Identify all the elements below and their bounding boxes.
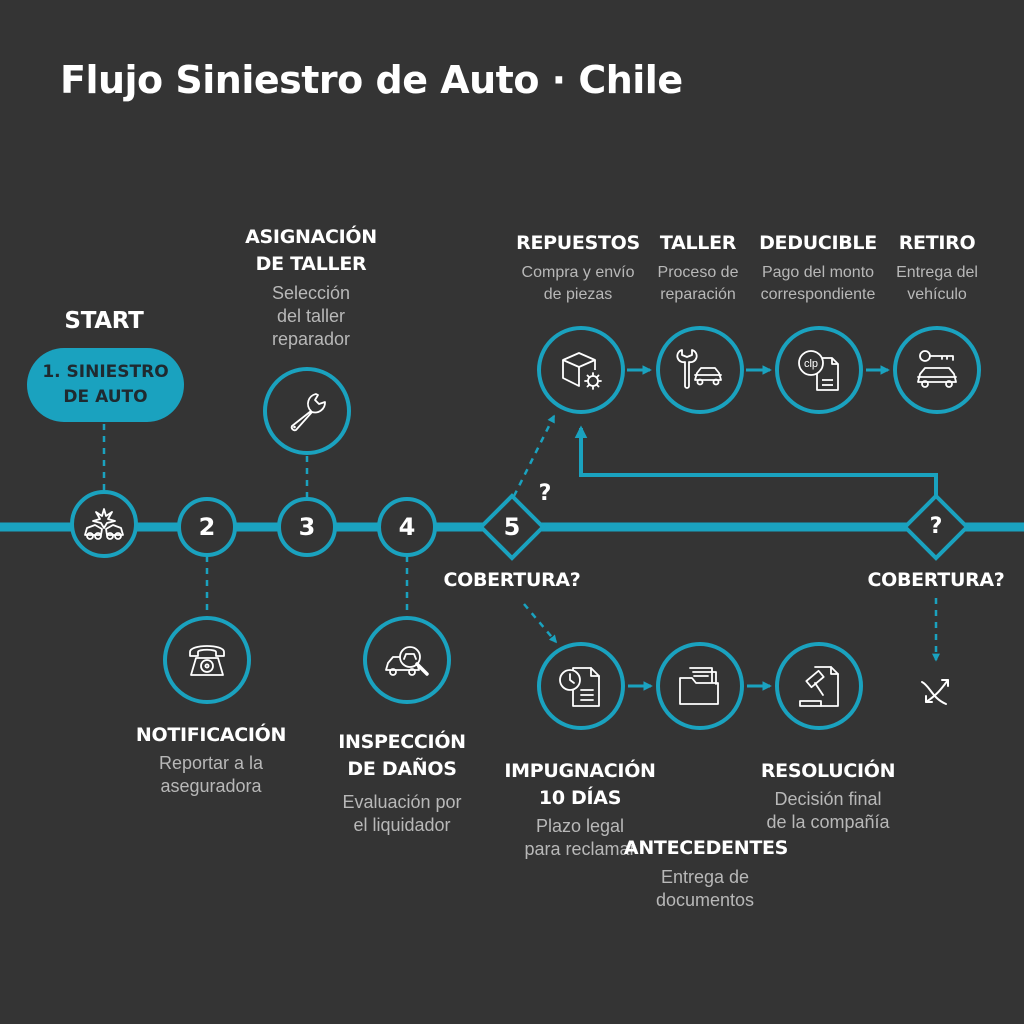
resolucion-title: RESOLUCIÓN	[760, 760, 896, 782]
antecedentes-title: ANTECEDENTES	[623, 837, 789, 859]
approved-branch-arrow	[512, 414, 556, 497]
step-number-3: 3	[298, 513, 316, 541]
rejected-branch-arrow	[523, 603, 558, 644]
clp-document-icon: clp	[798, 350, 839, 391]
asignacion-desc: Selección del taller reparador	[271, 283, 351, 349]
return-connector	[574, 425, 938, 498]
decision-diamond-2	[902, 493, 970, 561]
cobertura-label-1: COBERTURA?	[443, 569, 581, 591]
antecedentes-desc: Entrega de documentos	[655, 867, 755, 910]
notificacion-title: NOTIFICACIÓN	[135, 724, 287, 746]
page-title: Flujo Siniestro de Auto · Chile	[60, 58, 683, 102]
taller-desc: Proceso de reparación	[657, 264, 739, 303]
folder-documents-icon	[679, 667, 719, 705]
broken-arrows-icon	[921, 679, 949, 705]
node-ring-retiro	[893, 326, 981, 414]
car-crash-icon	[84, 508, 124, 540]
decision-question-5: ?	[538, 481, 552, 506]
resolucion-desc: Decisión final de la compañía	[766, 789, 890, 832]
retiro-desc: Entrega del vehículo	[896, 264, 978, 303]
gavel-document-icon	[799, 666, 839, 707]
step-number-5: 5	[503, 513, 521, 541]
node-ring-impugnacion	[537, 642, 625, 730]
box-gear-icon	[562, 352, 602, 390]
key-car-icon	[917, 350, 957, 388]
clock-document-icon	[559, 667, 600, 707]
deducible-title: DEDUCIBLE	[759, 232, 877, 254]
impugnacion-desc: Plazo legal para reclamar	[524, 816, 636, 859]
repuestos-desc: Compra y envío de piezas	[521, 264, 635, 303]
node-ring-asignacion	[263, 367, 351, 455]
step3-circle	[277, 497, 337, 557]
start-node[interactable]: 1. SINIESTRO DE AUTO	[27, 348, 184, 422]
magnifier-car-icon	[385, 646, 429, 676]
asignacion-title: ASIGNACIÓN DE TALLER	[245, 226, 377, 275]
step4-circle	[377, 497, 437, 557]
decision-question-2: ?	[929, 514, 943, 539]
node-ring-repuestos	[537, 326, 625, 414]
inspeccion-desc: Evaluación por el liquidador	[342, 792, 462, 835]
deducible-desc: Pago del monto correspondiente	[760, 264, 876, 303]
repuestos-title: REPUESTOS	[516, 232, 640, 254]
taller-title: TALLER	[659, 232, 737, 254]
step2-circle	[177, 497, 237, 557]
cobertura-label-2: COBERTURA?	[867, 569, 1005, 591]
step-number-4: 4	[398, 513, 416, 541]
notificacion-desc: Reportar a la aseguradora	[158, 753, 264, 796]
impugnacion-title: IMPUGNACIÓN 10 DÍAS	[504, 760, 656, 809]
node-ring-resolucion	[775, 642, 863, 730]
clp-icon-text: clp	[804, 358, 818, 370]
step-number-2: 2	[198, 513, 216, 541]
retiro-title: RETIRO	[898, 232, 976, 254]
inspeccion-title: INSPECCIÓN DE DAÑOS	[338, 731, 466, 780]
telephone-icon	[189, 645, 225, 676]
decision-diamond-5	[478, 493, 546, 561]
wrench-icon	[290, 393, 326, 432]
start-label: START	[64, 308, 144, 334]
wrench-car-icon	[676, 349, 722, 389]
node-ring-antecedentes	[656, 642, 744, 730]
start-circle	[70, 490, 138, 558]
